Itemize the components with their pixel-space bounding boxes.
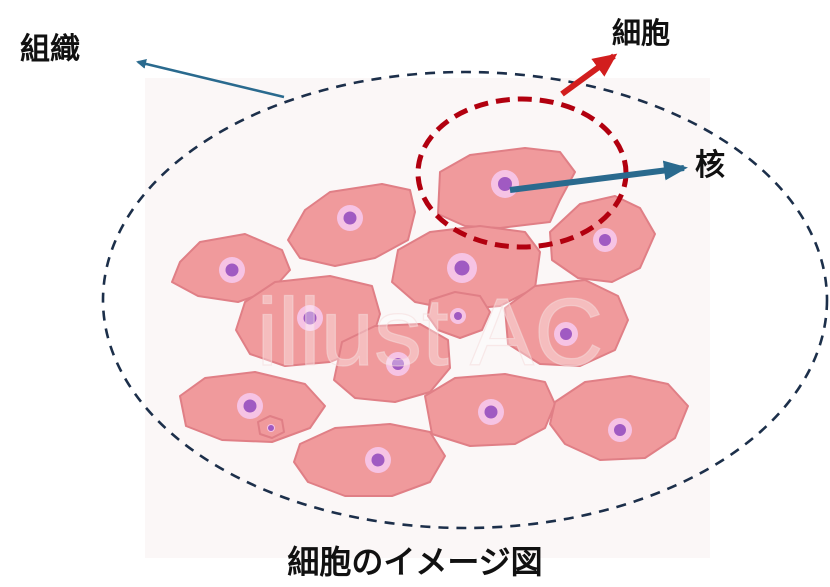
nucleus — [614, 424, 626, 436]
cell — [258, 416, 284, 438]
nucleus — [599, 234, 611, 246]
nucleus — [268, 425, 274, 431]
diagram-title: 細胞のイメージ図 — [0, 537, 830, 583]
nucleus — [244, 400, 257, 413]
nucleus — [226, 264, 239, 277]
nucleus — [485, 406, 498, 419]
nucleus-label: 核 — [695, 140, 725, 184]
nucleus — [455, 261, 470, 276]
nucleus — [372, 454, 385, 467]
cell-label: 細胞 — [612, 10, 670, 52]
nucleus — [344, 212, 357, 225]
watermark: illust AC — [257, 279, 604, 386]
tissue-label: 組織 — [20, 24, 80, 68]
